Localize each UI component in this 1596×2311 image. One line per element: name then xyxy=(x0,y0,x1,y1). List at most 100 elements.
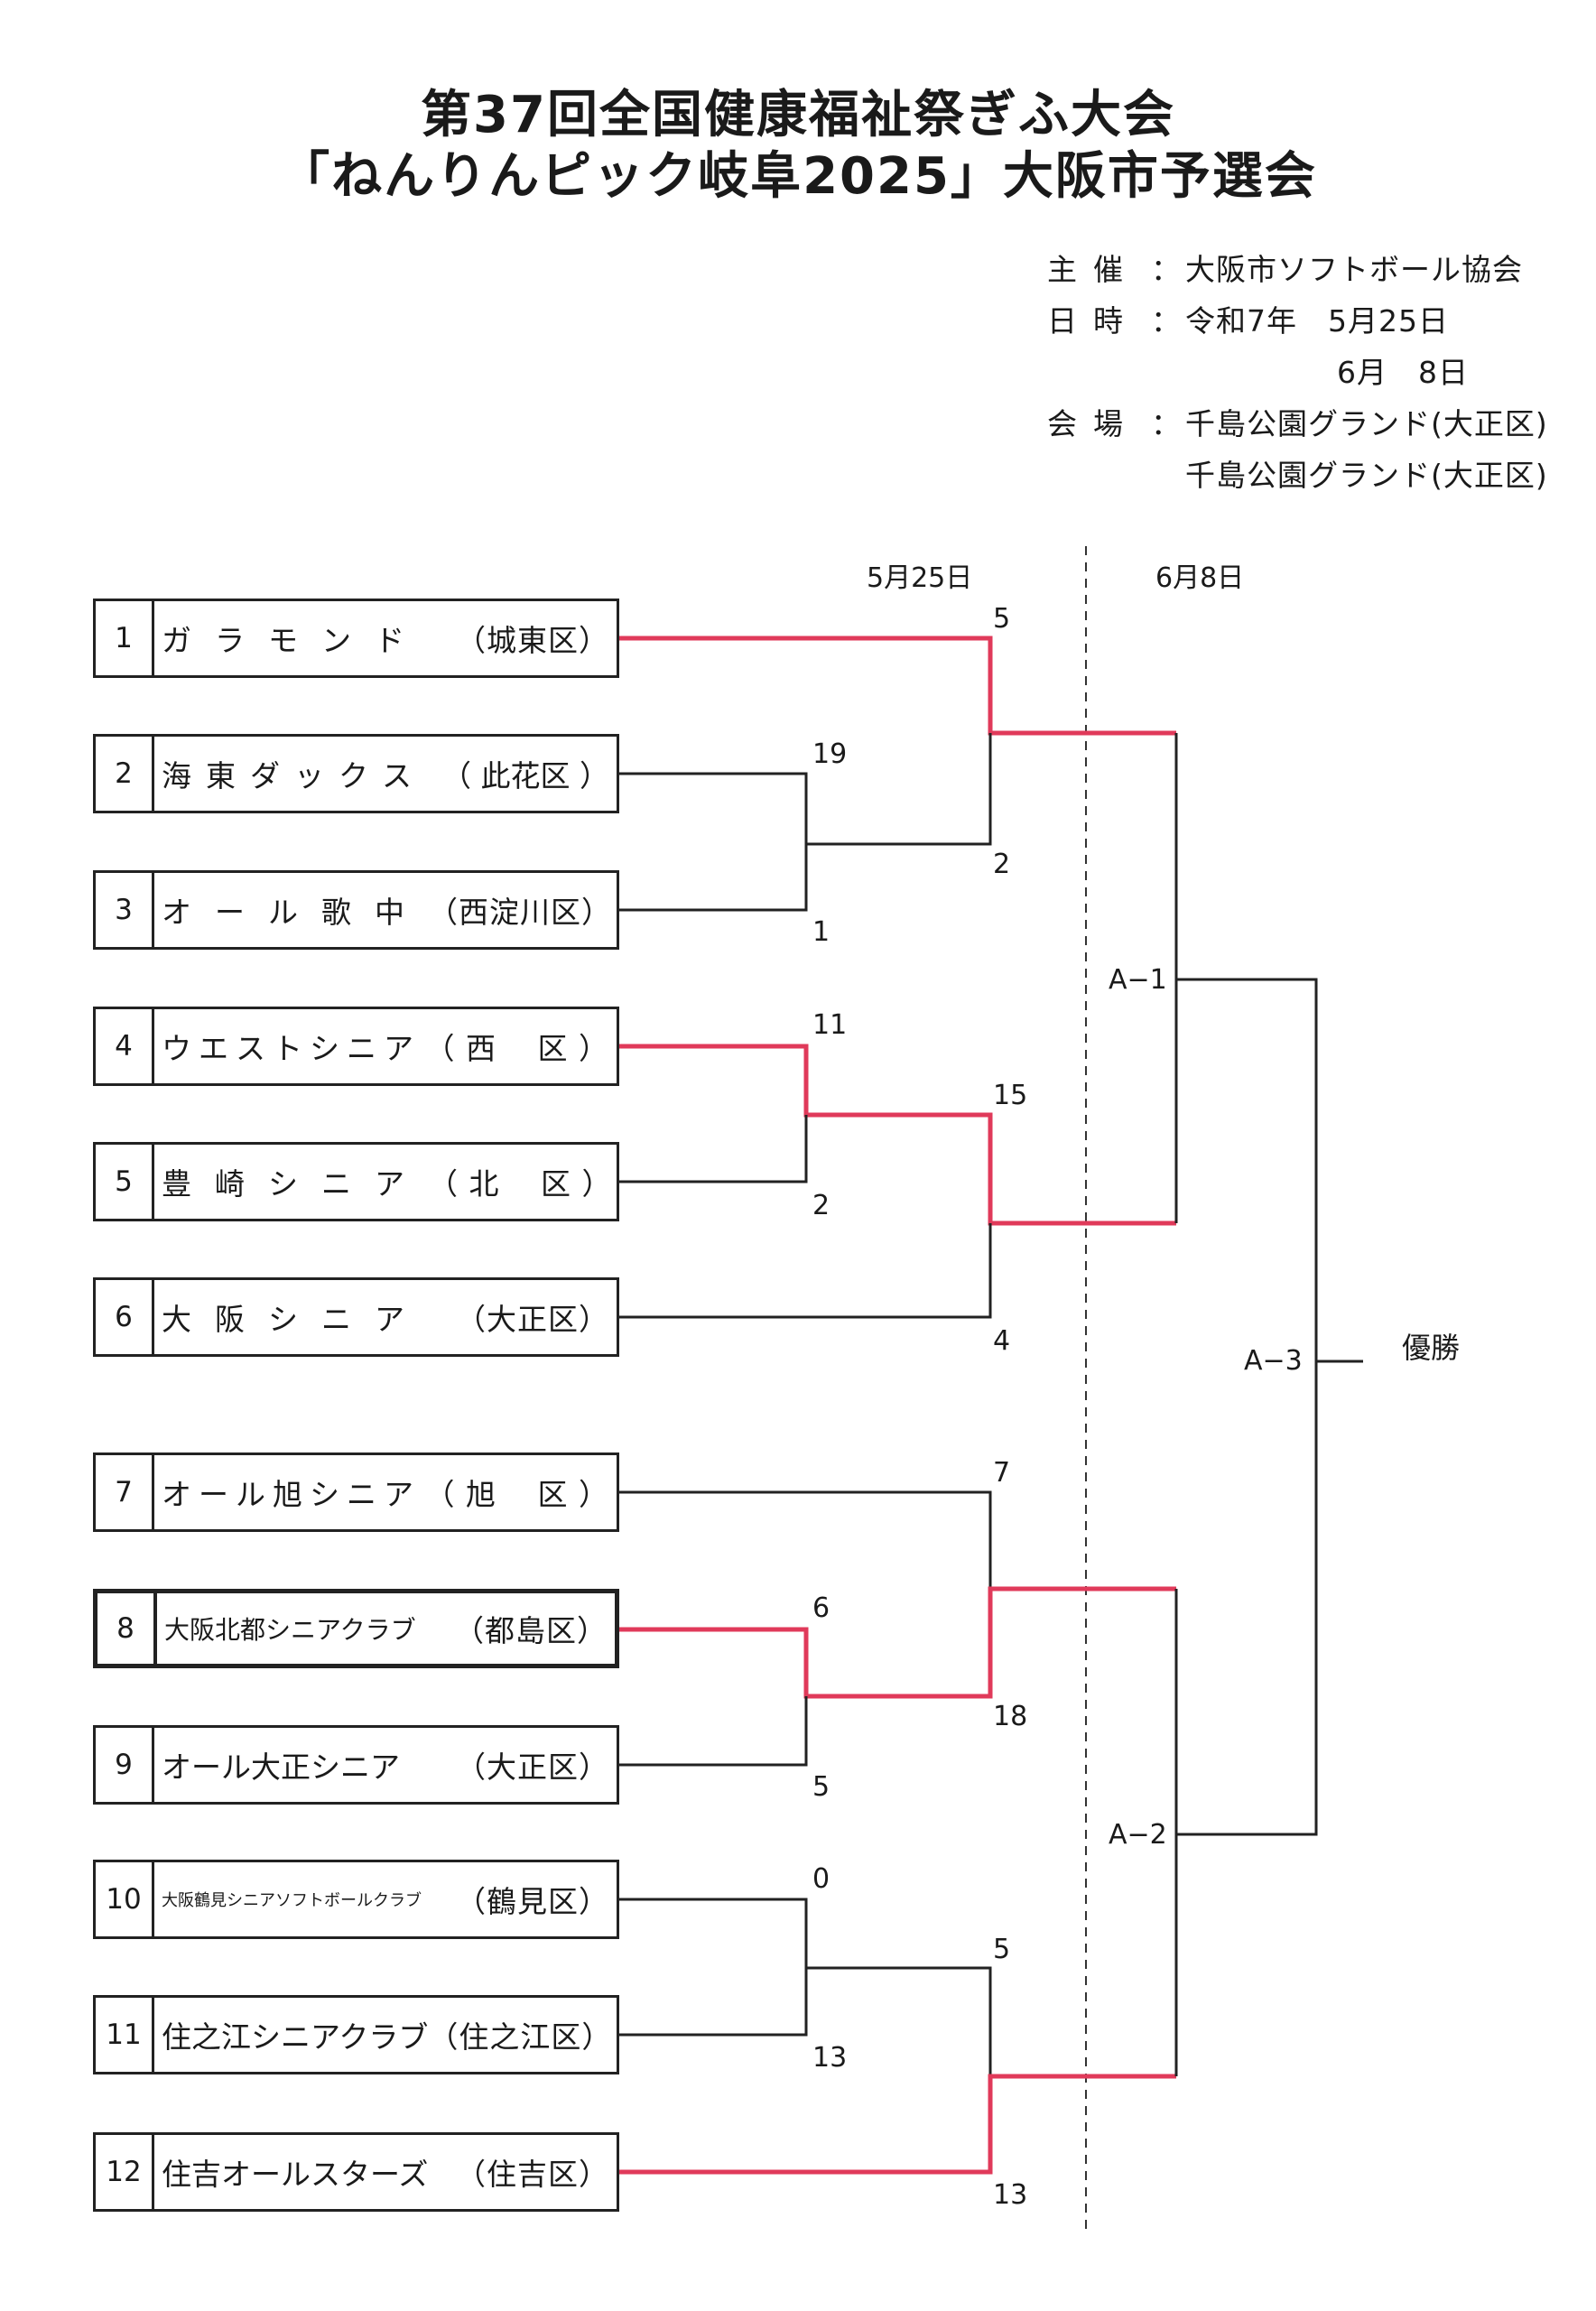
team-name: 住吉オールスターズ xyxy=(162,2157,429,2192)
team-name: 大阪鶴見シニアソフトボールクラブ xyxy=(162,1891,422,1910)
score-team6: 4 xyxy=(993,1325,1011,1357)
path-team6 xyxy=(619,1223,992,1319)
team-name: オール旭シニア xyxy=(162,1477,421,1512)
team-district: （ 此花区 ） xyxy=(441,758,609,794)
score-team7: 7 xyxy=(993,1457,1011,1489)
venue-label: 会場 xyxy=(1047,406,1139,441)
team-district: （住之江区） xyxy=(428,2019,613,2055)
path-a1-final xyxy=(1176,978,1318,1361)
team-district: （都島区） xyxy=(454,1613,608,1648)
team-district: （ 西 区 ） xyxy=(424,1031,609,1066)
team-number: 1 xyxy=(96,601,154,675)
path-team7 xyxy=(619,1490,992,1589)
score-8v9-winner: 18 xyxy=(993,1701,1028,1732)
match-a3-label: A−3 xyxy=(1244,1345,1303,1377)
path-team2 xyxy=(619,772,808,844)
champion-label: 優勝 xyxy=(1402,1331,1461,1365)
match-a1-label: A−1 xyxy=(1109,964,1167,996)
team-name: 住之江シニアクラブ xyxy=(162,2019,429,2055)
team-district: （鶴見区） xyxy=(456,1884,609,1919)
team-row: 3 オール歌中（西淀川区） xyxy=(93,870,619,950)
team-row: 1 ガラモンド （城東区） xyxy=(93,599,619,678)
team-number: 3 xyxy=(96,873,154,947)
path-team8 xyxy=(619,1586,1176,1699)
score-team3: 1 xyxy=(812,916,830,948)
team-district: （ 北 区 ） xyxy=(428,1166,613,1202)
team-name: オール大正シニア xyxy=(162,1749,400,1785)
team-row: 7 オール旭シニア（ 旭 区 ） xyxy=(93,1452,619,1532)
path-2v3-winner xyxy=(806,733,992,846)
team-number: 12 xyxy=(96,2135,154,2209)
team-district: （大正区） xyxy=(456,1749,609,1785)
path-team9 xyxy=(619,1696,808,1767)
team-row: 10 大阪鶴見シニアソフトボールクラブ （鶴見区） xyxy=(93,1860,619,1939)
path-team5 xyxy=(619,1115,808,1183)
round2-date: 6月8日 xyxy=(1155,562,1245,594)
team-row: 6 大阪シニア （大正区） xyxy=(93,1277,619,1357)
team-row: 11 住之江シニアクラブ（住之江区） xyxy=(93,1995,619,2074)
team-number: 6 xyxy=(96,1280,154,1354)
page-title-line2: 「ねんりんピック岐阜2025」大阪市予選会 xyxy=(279,147,1317,206)
score-team5: 2 xyxy=(812,1190,830,1221)
team-number: 9 xyxy=(96,1728,154,1802)
date-label: 日時 xyxy=(1047,303,1139,339)
path-team12 xyxy=(619,2074,1176,2175)
organizer-sep: ： xyxy=(1151,252,1181,287)
team-number: 2 xyxy=(96,737,154,811)
page-title-line1: 第37回全国健康福祉祭ぎふ大会 xyxy=(421,86,1175,144)
score-team4: 11 xyxy=(812,1009,848,1041)
team-row: 4 ウエストシニア（ 西 区 ） xyxy=(93,1007,619,1086)
path-team11 xyxy=(619,1968,808,2037)
team-name: オール歌中 xyxy=(162,895,428,930)
team-district: （城東区） xyxy=(456,623,609,658)
team-name: 海東ダックス xyxy=(162,758,427,794)
team-number: 10 xyxy=(96,1862,154,1936)
score-10v11-winner: 5 xyxy=(993,1934,1011,1965)
team-number: 5 xyxy=(96,1145,154,1219)
organizer-value: 大阪市ソフトボール協会 xyxy=(1185,252,1523,287)
venue-value-1: 千島公園グランド(大正区) xyxy=(1185,406,1548,441)
team-district: （西淀川区） xyxy=(428,895,612,930)
path-team10 xyxy=(619,1898,808,1968)
date-value-1: 令和7年 5月25日 xyxy=(1185,303,1449,339)
team-number: 8 xyxy=(97,1593,157,1664)
venue-value-2: 千島公園グランド(大正区) xyxy=(1185,458,1548,493)
team-row: 12 住吉オールスターズ （住吉区） xyxy=(93,2132,619,2212)
team-district: （ 旭 区 ） xyxy=(424,1477,609,1512)
score-team10: 0 xyxy=(812,1863,830,1895)
match-a2-label: A−2 xyxy=(1109,1819,1167,1851)
team-name: ウエストシニア xyxy=(162,1031,421,1066)
team-row: 5 豊崎シニア（ 北 区 ） xyxy=(93,1142,619,1221)
venue-sep: ： xyxy=(1151,406,1181,441)
team-name: 大阪シニア xyxy=(162,1302,428,1337)
date-sep: ： xyxy=(1151,303,1181,339)
team-name: 豊崎シニア xyxy=(162,1166,428,1202)
team-number: 11 xyxy=(96,1998,154,2072)
team-district: （大正区） xyxy=(456,1302,609,1337)
score-2v3-winner: 2 xyxy=(993,849,1011,880)
score-team8: 6 xyxy=(812,1592,830,1624)
team-district: （住吉区） xyxy=(456,2157,609,2192)
round1-date: 5月25日 xyxy=(867,562,973,594)
path-team4 xyxy=(619,1044,1176,1226)
score-team1: 5 xyxy=(993,603,1011,635)
score-team2: 19 xyxy=(812,738,848,770)
score-4v5-winner: 15 xyxy=(993,1080,1028,1111)
team-row: 9 オール大正シニア （大正区） xyxy=(93,1725,619,1805)
team-number: 4 xyxy=(96,1009,154,1083)
team-number: 7 xyxy=(96,1455,154,1529)
score-team11: 13 xyxy=(812,2042,848,2074)
team-name: ガラモンド xyxy=(162,623,428,658)
organizer-label: 主催 xyxy=(1047,252,1139,287)
team-row: 8 大阪北都シニアクラブ （都島区） xyxy=(93,1589,619,1668)
path-10v11-winner xyxy=(806,1966,992,2076)
path-a2-final xyxy=(1176,1361,1318,1836)
date-value-2: 6月 8日 xyxy=(1337,355,1469,390)
path-team1 xyxy=(619,636,1176,736)
path-team3 xyxy=(619,844,808,912)
team-name: 大阪北都シニアクラブ xyxy=(164,1615,416,1645)
score-team12: 13 xyxy=(993,2179,1028,2211)
team-row: 2 海東ダックス （ 此花区 ） xyxy=(93,734,619,813)
score-team9: 5 xyxy=(812,1771,830,1803)
